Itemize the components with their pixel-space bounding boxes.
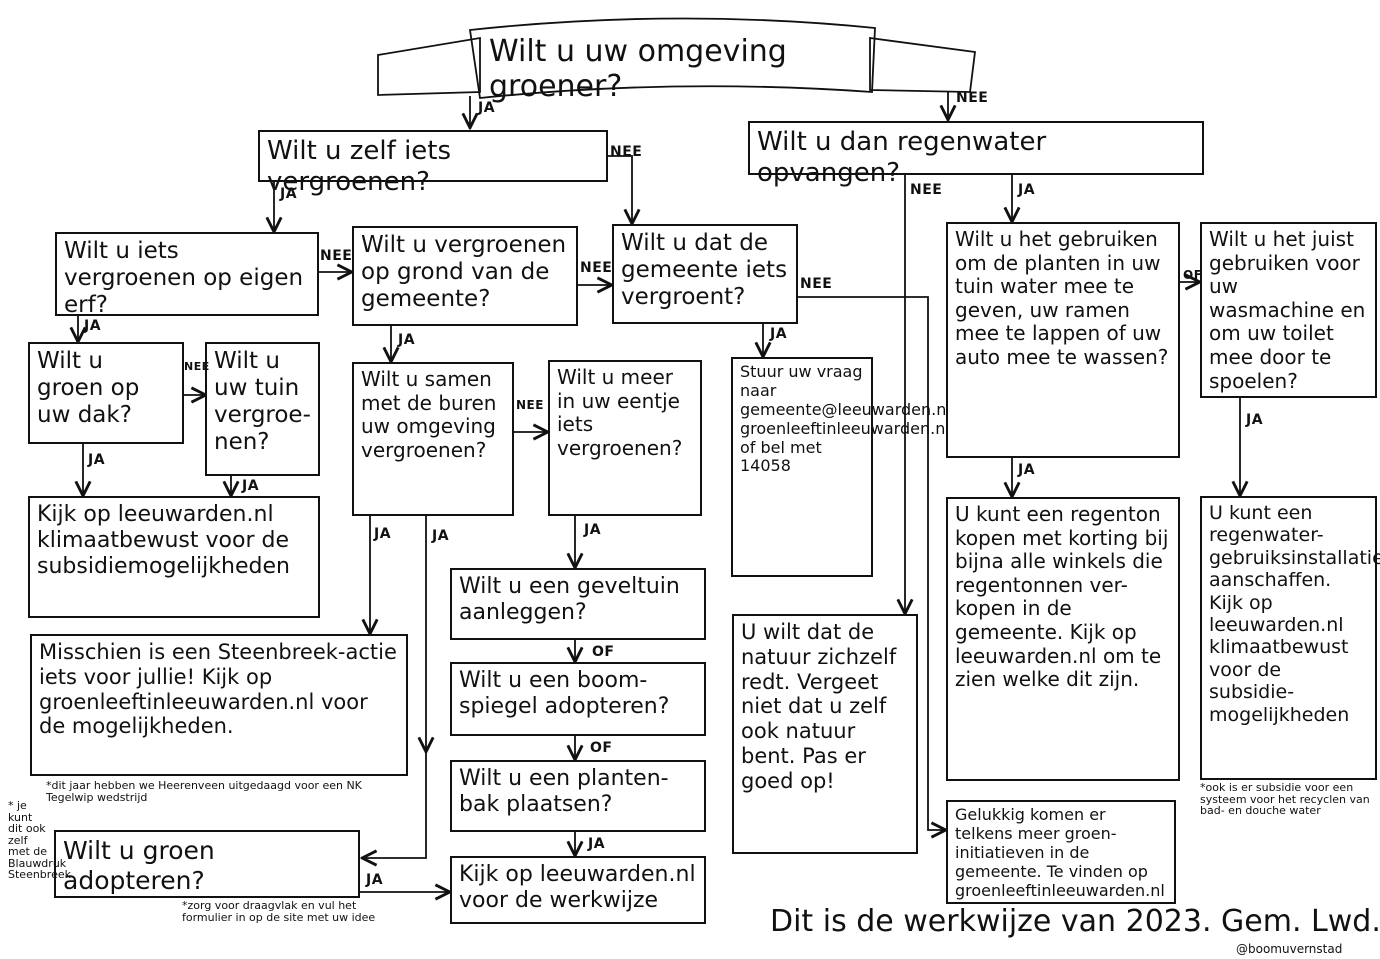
note-adopt: *zorg voor draagvlak en vul het formulie… (182, 899, 376, 924)
label-yes: JA (84, 318, 102, 334)
label-no: NEE (910, 182, 943, 198)
node-adopt-green: Wilt u groen adopteren? (54, 830, 360, 898)
label-no: NEE (580, 260, 613, 276)
node-facade-garden: Wilt u een geveltuin aanleggen? (450, 568, 706, 640)
label-yes: JA (1018, 182, 1036, 198)
node-municipal-ground: Wilt u vergroenen op grond van de gemeen… (352, 226, 578, 326)
label-yes: JA (280, 186, 298, 202)
node-initiatives: Gelukkig komen er telkens meer groen-ini… (946, 800, 1176, 904)
node-rainwater-system: U kunt een regenwater-gebruiksinstallati… (1200, 496, 1380, 780)
node-own-yard: Wilt u iets vergroenen op eigen erf? (55, 232, 319, 318)
node-steenbreek: Misschien is een Steenbreek-actie iets v… (30, 634, 408, 776)
label-no: NEE (184, 360, 210, 373)
label-yes: JA (366, 872, 384, 888)
note-side: * je kunt dit ook zelf met de Blauwdruk … (8, 799, 71, 882)
label-yes: JA (374, 526, 392, 542)
node-use-washing: Wilt u het juist gebruiken voor uw wasma… (1200, 222, 1377, 398)
note-heerenveen: *dit jaar hebben we Heerenveen uitgedaag… (46, 779, 362, 804)
footer-handle: @boomuvernstad (1236, 942, 1343, 956)
node-with-neighbours: Wilt u samen met de buren uw omgeving ve… (352, 362, 514, 516)
label-yes: JA (584, 522, 602, 538)
node-rainwater: Wilt u dan regenwater opvangen? (748, 121, 1204, 188)
node-green-garden: Wilt u uw tuin vergroe-nen? (205, 342, 320, 476)
node-subsidy-info: Kijk op leeuwarden.nl klimaatbewust voor… (28, 496, 320, 618)
label-or: OF (592, 644, 615, 660)
node-tree-mirror: Wilt u een boom-spiegel adopteren? (450, 662, 706, 736)
label-or: OF (1183, 268, 1203, 282)
label-yes: JA (432, 528, 450, 544)
node-use-plants: Wilt u het gebruiken om de planten in uw… (946, 222, 1180, 458)
node-way-of-working: Kijk op leeuwarden.nl voor de werkwijze (450, 856, 706, 924)
title-banner (377, 36, 481, 96)
label-yes: JA (770, 326, 788, 342)
label-no: NEE (516, 398, 544, 412)
label-yes: JA (588, 836, 606, 852)
page-title: Wilt u uw omgeving groener? (489, 34, 787, 105)
label-no: NEE (320, 248, 353, 264)
node-green-roof: Wilt u groen op uw dak? (28, 342, 184, 444)
label-no: NEE (800, 276, 833, 292)
label-yes: JA (88, 452, 106, 468)
node-send-request: Stuur uw vraag naar gemeente@leeuwarden.… (731, 357, 956, 577)
footer-signature: Dit is de werkwijze van 2023. Gem. Lwd. (770, 904, 1380, 939)
label-yes: JA (1018, 462, 1036, 478)
label-or: OF (590, 740, 613, 756)
label-no: NEE (610, 144, 643, 160)
label-yes: JA (478, 100, 496, 116)
label-yes: JA (398, 332, 416, 348)
node-nature: U wilt dat de natuur zichzelf redt. Verg… (732, 614, 918, 854)
label-yes: JA (1246, 412, 1264, 428)
node-municipality-does: Wilt u dat de gemeente iets vergroent? (612, 224, 798, 324)
node-self-green: Wilt u zelf iets vergroenen? (258, 130, 608, 197)
node-rain-barrel: U kunt een regenton kopen met korting bi… (946, 497, 1180, 781)
label-no: NEE (956, 90, 989, 106)
note-subsidy-system: *ook is er subsidie voor een systeem voo… (1200, 781, 1370, 818)
node-planter: Wilt u een planten-bak plaatsen? (450, 760, 706, 832)
label-yes: JA (242, 478, 260, 494)
node-alone: Wilt u meer in uw eentje iets vergroenen… (548, 360, 702, 516)
